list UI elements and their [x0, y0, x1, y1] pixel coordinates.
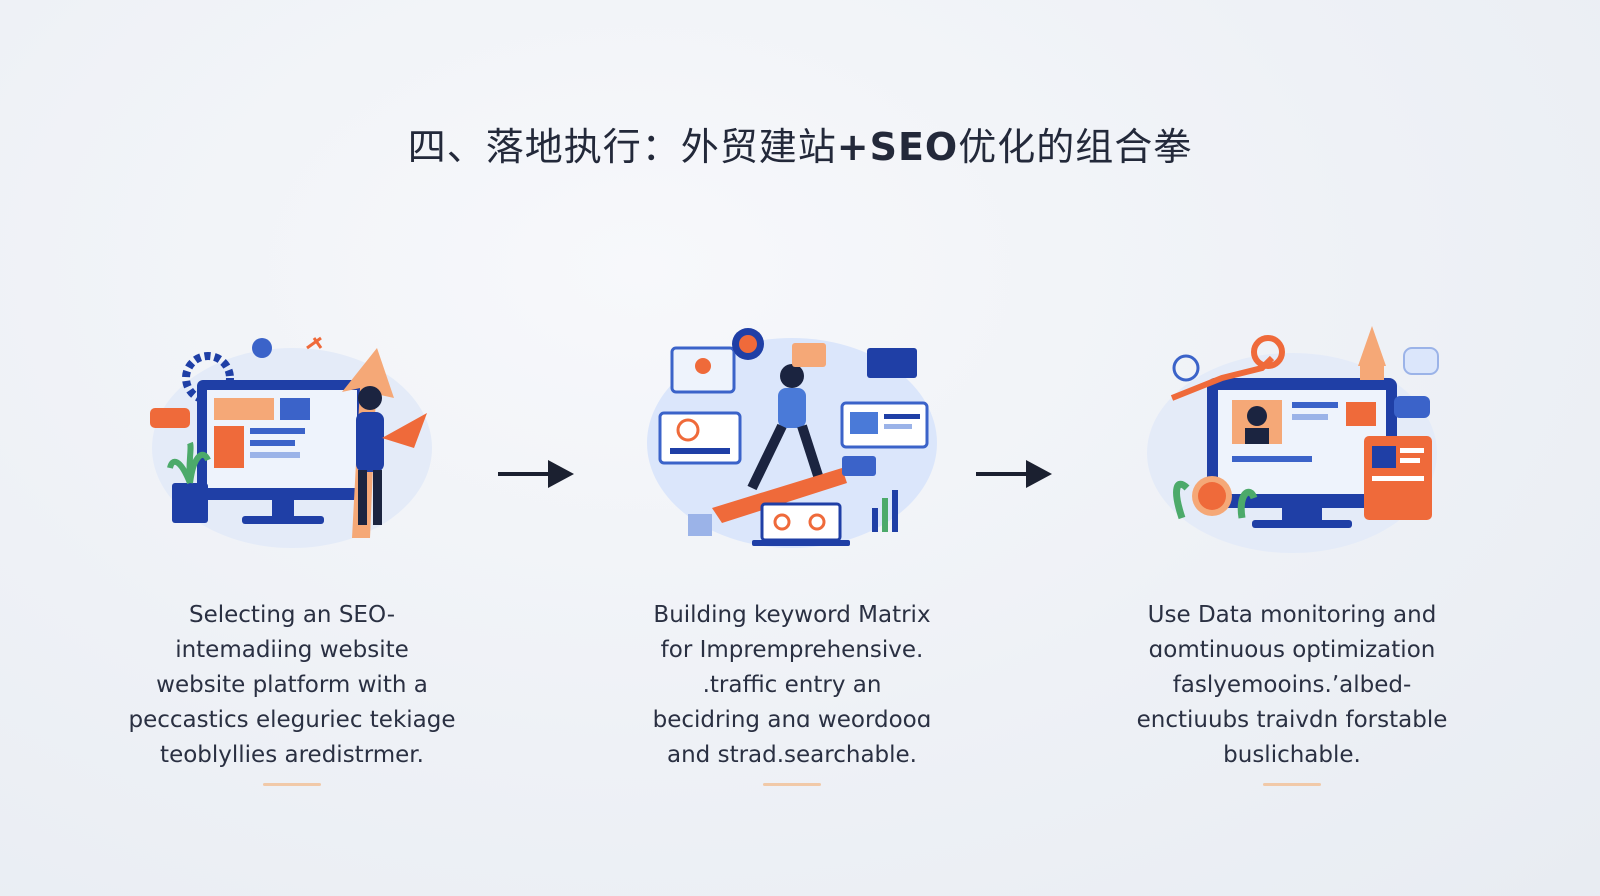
title-bold: +SEO — [836, 125, 959, 169]
website-builder-illustration — [150, 336, 432, 548]
step-2: Building keyword Matrix for Impremprehen… — [582, 318, 1002, 786]
title-prefix: 四、落地执行：外贸建站 — [407, 125, 837, 169]
caption-line: peccastics eleguriec tekiage — [128, 707, 456, 733]
arrow-right-icon — [498, 460, 574, 488]
step-3: Use Data monitoring and ɑomtinuous optim… — [1082, 318, 1502, 786]
caption-line: intemadiing website — [175, 637, 409, 663]
step-1-divider — [263, 783, 321, 786]
step-2-divider — [763, 783, 821, 786]
step-3-divider — [1263, 783, 1321, 786]
step-2-caption: Building keyword Matrix for Impremprehen… — [582, 598, 1002, 773]
page-title: 四、落地执行：外贸建站+SEO优化的组合拳 — [0, 116, 1600, 171]
caption-line: for Impremprehensive. — [660, 637, 924, 663]
step-3-caption: Use Data monitoring and ɑomtinuous optim… — [1082, 598, 1502, 773]
caption-line: faslyemooins.ʼalbed- — [1172, 672, 1412, 698]
keyword-matrix-illustration — [647, 328, 937, 548]
caption-line: Building keyword Matrix — [653, 602, 931, 628]
caption-line: buslichable. — [1223, 742, 1361, 768]
caption-line: becidring anɑ weordooɑ — [652, 707, 932, 733]
caption-line: website platform with a — [156, 672, 428, 698]
caption-line: enctiuubs traivdn forstable — [1136, 707, 1448, 733]
caption-line: ɑomtinuous optimization — [1148, 637, 1436, 663]
caption-line: teoblyllies aredistrmer. — [160, 742, 424, 768]
step-1-caption: Selecting an SEO- intemadiing website we… — [82, 598, 502, 773]
arrow-right-icon — [976, 460, 1052, 488]
data-monitoring-illustration — [1147, 326, 1439, 553]
title-suffix: 优化的组合拳 — [958, 125, 1193, 169]
step-1: Selecting an SEO- intemadiing website we… — [82, 318, 502, 786]
caption-line: Selecting an SEO- — [189, 602, 395, 628]
caption-line: Use Data monitoring and — [1147, 602, 1437, 628]
caption-line: and strad.searchable. — [667, 742, 917, 768]
caption-line: .traffic entry an — [702, 672, 882, 698]
